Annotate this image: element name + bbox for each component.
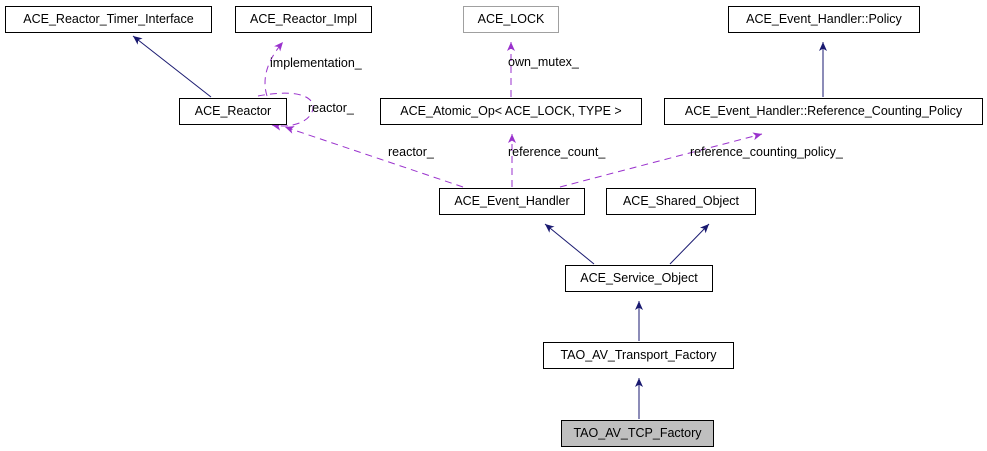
class-node-ace-event-handler[interactable]: ACE_Event_Handler xyxy=(439,188,585,215)
edge-service-object-to-shared-object xyxy=(669,223,710,265)
class-node-ace-reactor[interactable]: ACE_Reactor xyxy=(179,98,287,125)
edge-label-reactor: reactor_ xyxy=(388,145,434,159)
class-node-ace-reactor-timer-interface[interactable]: ACE_Reactor_Timer_Interface xyxy=(5,6,212,33)
class-node-ace-lock[interactable]: ACE_LOCK xyxy=(463,6,559,33)
class-node-ace-reactor-impl[interactable]: ACE_Reactor_Impl xyxy=(235,6,372,33)
edge-reactor-self-loop xyxy=(257,92,314,131)
edge-label-reference-count: reference_count_ xyxy=(508,145,606,159)
edge-label-reactor-self: reactor_ xyxy=(308,101,354,115)
edge-reactor-to-timer-interface xyxy=(132,35,212,98)
edge-label-own-mutex: own_mutex_ xyxy=(508,55,579,69)
edge-reactor-to-reactor-impl xyxy=(264,41,284,97)
class-node-ace-reference-counting-policy[interactable]: ACE_Event_Handler::Reference_Counting_Po… xyxy=(664,98,983,125)
edge-event-handler-to-rcp xyxy=(559,132,763,188)
class-node-tao-av-transport-factory[interactable]: TAO_AV_Transport_Factory xyxy=(543,342,734,369)
class-node-ace-shared-object[interactable]: ACE_Shared_Object xyxy=(606,188,756,215)
edge-service-object-to-event-handler xyxy=(544,223,595,265)
edge-label-implementation: implementation_ xyxy=(270,56,362,70)
class-node-ace-service-object[interactable]: ACE_Service_Object xyxy=(565,265,713,292)
class-node-ace-event-handler-policy[interactable]: ACE_Event_Handler::Policy xyxy=(728,6,920,33)
class-node-tao-av-tcp-factory: TAO_AV_TCP_Factory xyxy=(561,420,714,447)
class-node-ace-atomic-op[interactable]: ACE_Atomic_Op< ACE_LOCK, TYPE > xyxy=(380,98,642,125)
edge-event-handler-to-reactor xyxy=(284,126,464,188)
edge-label-reference-counting-policy: reference_counting_policy_ xyxy=(690,145,843,159)
